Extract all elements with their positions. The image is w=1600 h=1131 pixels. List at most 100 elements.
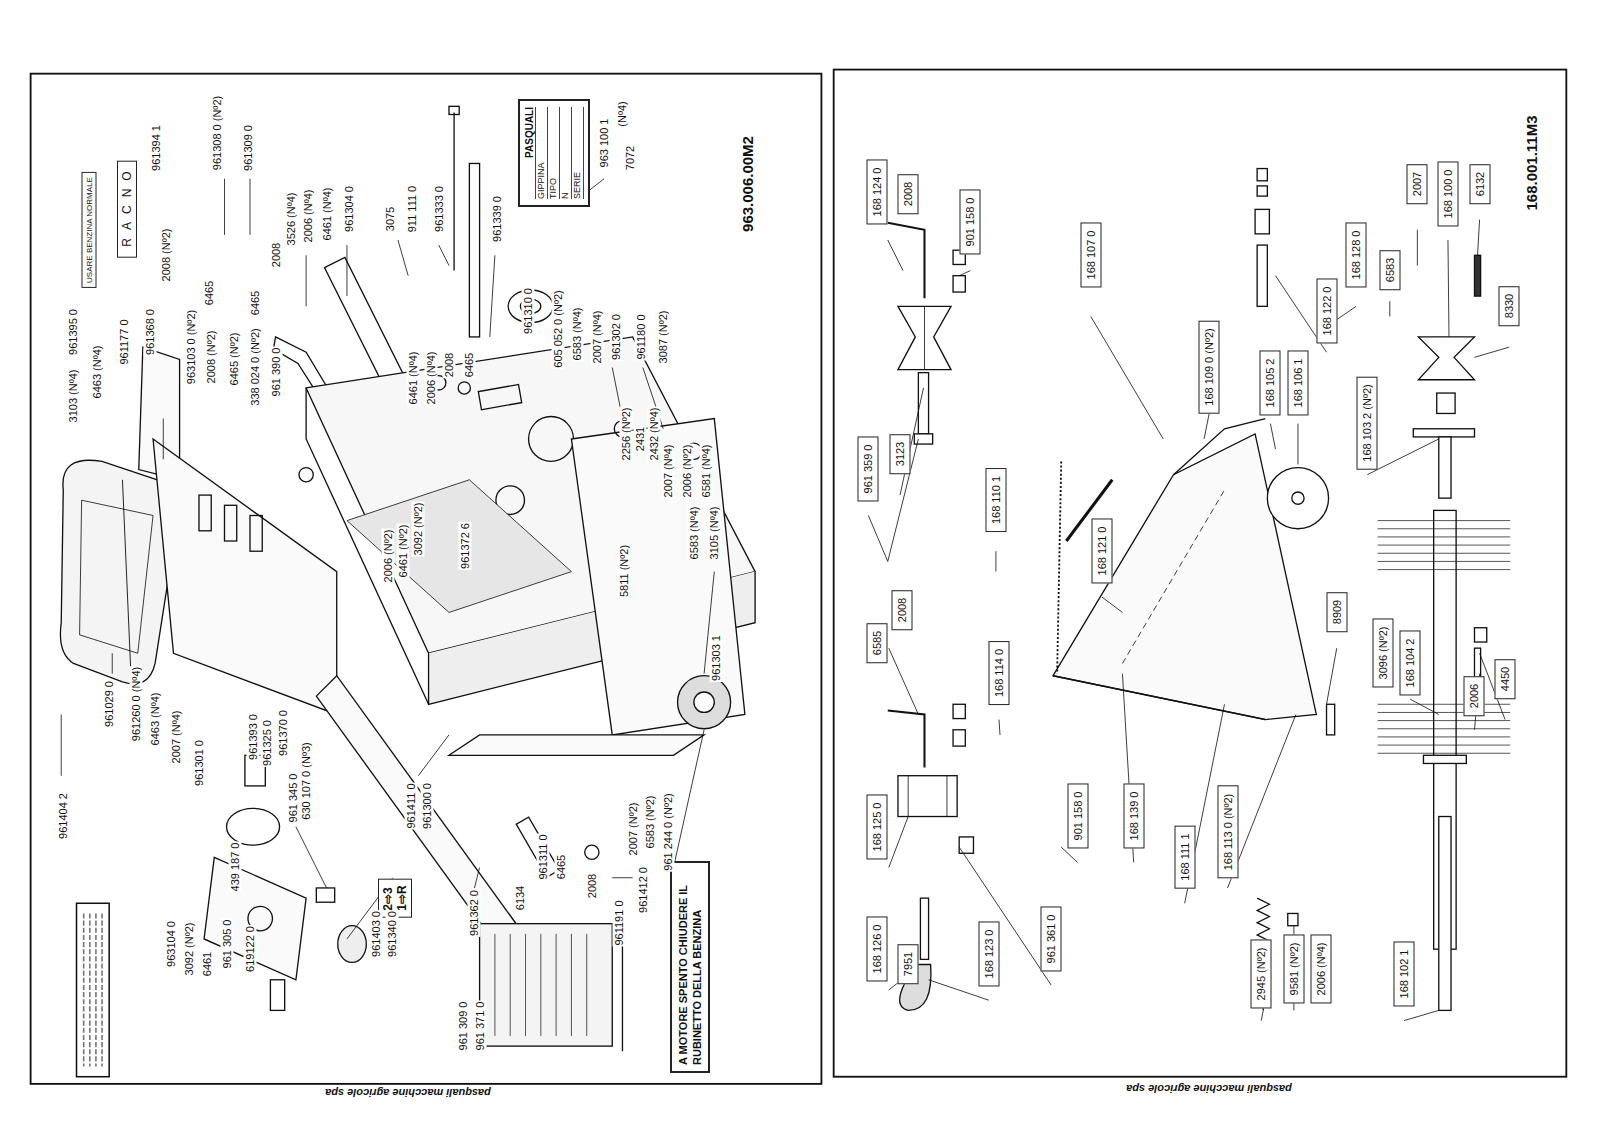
- node-text: 6585: [870, 631, 883, 655]
- callout-number: 961180 0: [634, 313, 647, 360]
- node-text: A: [120, 222, 134, 230]
- part-box: 168 106 1: [1287, 350, 1308, 415]
- node-text: 168 110 1: [989, 476, 1002, 524]
- node-text: 2⇨3: [381, 885, 395, 910]
- callout-number: 961333 0: [432, 185, 445, 233]
- callout-number: 961362 0: [468, 889, 481, 937]
- callout-number: 961395 0: [67, 308, 80, 356]
- callout-number: 3087 (Nº2): [657, 309, 670, 364]
- node-text: 8909: [1330, 600, 1343, 624]
- part-box: 2008: [892, 590, 913, 630]
- part-box: 7951: [898, 944, 919, 984]
- callout-number: 2008: [442, 352, 455, 378]
- callout-number: 961177 0: [118, 318, 131, 365]
- callout-number: 961 345 0: [286, 772, 299, 823]
- callout-number: 961411 0: [405, 783, 418, 830]
- callout-number: 2007 (Nº2): [626, 801, 639, 856]
- callout-number: 961370 0: [276, 709, 289, 757]
- node-text: 168 102 1: [1398, 950, 1411, 999]
- node-text: 4450: [1499, 666, 1512, 690]
- callout-number: 6463 (Nº4): [149, 692, 162, 747]
- node-text: 961 359 0: [862, 445, 875, 494]
- callout-number: 963103 0 (Nº2): [184, 309, 197, 385]
- callout-number: 2007 (Nº4): [662, 444, 675, 499]
- node-text: 901 158 0: [964, 198, 977, 247]
- node-text: SERIE: [572, 107, 584, 199]
- part-box: 3096 (Nº2): [1372, 619, 1393, 688]
- part-box: 168 109 0 (Nº2): [1199, 321, 1220, 414]
- callout-number: 961368 0: [144, 308, 157, 356]
- node-text: 168 121 0: [1096, 527, 1109, 576]
- part-box: 4450: [1495, 658, 1516, 698]
- part-box: 8909: [1326, 592, 1347, 632]
- callout-number: 3103 (Nº4): [67, 368, 80, 423]
- node-text: 168 105 2: [1264, 358, 1277, 407]
- callout-number: 2008 (Nº2): [160, 228, 173, 283]
- callout-number: 605 052 0 (Nº2): [552, 289, 565, 368]
- callout-number: 6461 (Nº4): [320, 187, 333, 242]
- node-text: USARE BENZINA NORMALE: [84, 177, 93, 283]
- node-text: 168 139 0: [1127, 792, 1140, 841]
- node-text: 961 361 0: [1045, 914, 1058, 963]
- callout-number: 961394 1: [150, 124, 163, 172]
- part-box: 168 128 0: [1346, 223, 1367, 288]
- callout-number: 2007 (Nº4): [590, 309, 603, 364]
- callout-number: 3092 (Nº2): [182, 922, 195, 977]
- node-text: N: [560, 107, 572, 199]
- node-text: 2008: [902, 182, 915, 206]
- node-text: 168 113 0 (Nº2): [1221, 793, 1234, 870]
- drawing-number: 168.001.11M3: [1522, 115, 1539, 212]
- node-text: 168 103 2 (Nº2): [1361, 385, 1374, 462]
- callout-number: 961310 0: [521, 287, 534, 335]
- node-text: 2945 (Nº2): [1255, 948, 1268, 1001]
- node-text: 168 106 1: [1291, 358, 1304, 407]
- node-text: 8330: [1503, 294, 1516, 318]
- part-box: 9581 (Nº2): [1283, 935, 1304, 1004]
- part-box: 168 113 0 (Nº2): [1217, 785, 1238, 878]
- node-text: 6583: [1383, 258, 1396, 282]
- callout-number: 6465: [555, 854, 568, 880]
- node-text: 168 107 0: [1084, 231, 1097, 280]
- part-box: 2945 (Nº2): [1251, 940, 1272, 1009]
- part-box: 168 114 0: [988, 641, 1009, 705]
- node-text: 3123: [894, 442, 907, 466]
- part-box: 901 158 0: [1067, 784, 1088, 849]
- node-text: 168 109 0 (Nº2): [1203, 329, 1216, 406]
- callout-number: 961403 0: [369, 910, 382, 958]
- node-text: N: [120, 189, 134, 198]
- node-text: 2008: [896, 598, 909, 622]
- node-text: 168 123 0: [982, 930, 995, 979]
- callout-number: 961340 0: [385, 910, 398, 958]
- callout-number: 961 371 0: [473, 1000, 486, 1051]
- part-box: 168 100 0: [1437, 161, 1458, 226]
- part-box: 6132: [1469, 163, 1490, 203]
- node-text: C: [120, 206, 134, 215]
- callout-number: 6461 (Nº2): [397, 524, 410, 579]
- node-text: GIPPINA: [536, 107, 548, 199]
- node-text: 168 128 0: [1350, 231, 1363, 280]
- part-box: 168 125 0: [866, 794, 887, 859]
- callout-number: 961 305 0: [220, 918, 233, 969]
- node-text: R: [120, 238, 134, 247]
- part-box: 6585: [866, 623, 887, 663]
- node-text: A MOTORE SPENTO CHIUDERE IL RUBINETTO DE…: [676, 869, 704, 1065]
- node-text: 168 124 0: [870, 167, 883, 216]
- callout-number: 961260 0 (Nº4): [129, 666, 142, 742]
- callout-number: 6465: [203, 280, 216, 306]
- node-text: 2006 (Nº4): [1315, 943, 1328, 996]
- node-text: 168 122 0: [1320, 287, 1333, 336]
- footer-text: pasquali macchine agricole spa: [1125, 1081, 1293, 1094]
- callout-number: 6463 (Nº4): [90, 345, 103, 400]
- callout-number: 911 111 0: [406, 185, 419, 234]
- callout-number: 2006 (Nº2): [680, 444, 693, 499]
- callout-number: 961 244 0 (Nº2): [662, 792, 675, 871]
- callout-number: 963 100 1: [598, 117, 611, 168]
- node-text: 901 158 0: [1071, 792, 1084, 841]
- node-text: 168 104 2: [1404, 639, 1417, 688]
- callout-number: 2008 (Nº2): [205, 330, 218, 385]
- callout-number: 961191 0: [613, 900, 626, 947]
- node-text: 168 125 0: [870, 802, 883, 851]
- callout-number: 2006 (Nº2): [381, 529, 394, 584]
